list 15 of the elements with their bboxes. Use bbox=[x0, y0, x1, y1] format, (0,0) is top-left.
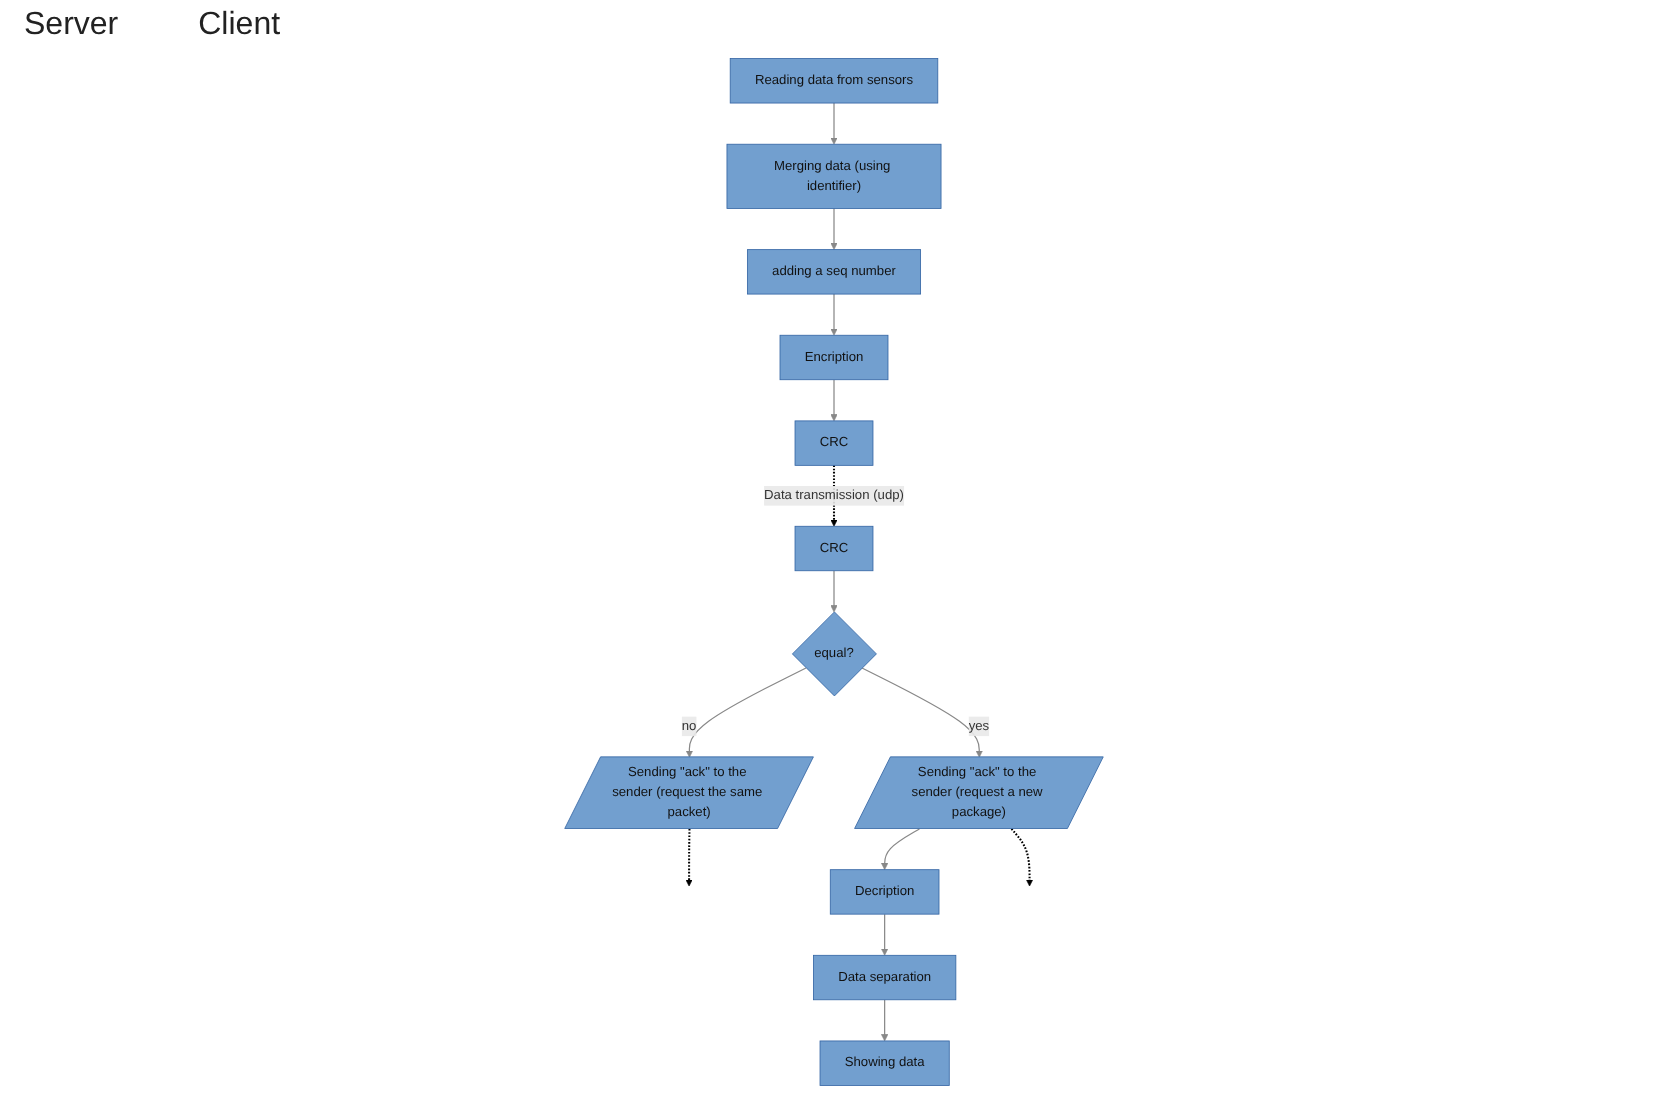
arrow bbox=[830, 379, 838, 422]
arrow bbox=[830, 293, 838, 336]
arrow bbox=[861, 667, 983, 758]
arrow bbox=[881, 828, 921, 870]
arrow bbox=[685, 828, 693, 887]
arrow bbox=[881, 999, 889, 1042]
arrow bbox=[881, 913, 889, 956]
arrow bbox=[830, 465, 838, 527]
group-label: Server bbox=[24, 8, 119, 44]
arrow bbox=[830, 207, 838, 250]
arrow bbox=[685, 667, 807, 758]
arrow bbox=[830, 570, 838, 613]
arrow bbox=[830, 102, 838, 145]
arrow bbox=[1010, 828, 1034, 887]
group-label: Client bbox=[198, 8, 281, 44]
